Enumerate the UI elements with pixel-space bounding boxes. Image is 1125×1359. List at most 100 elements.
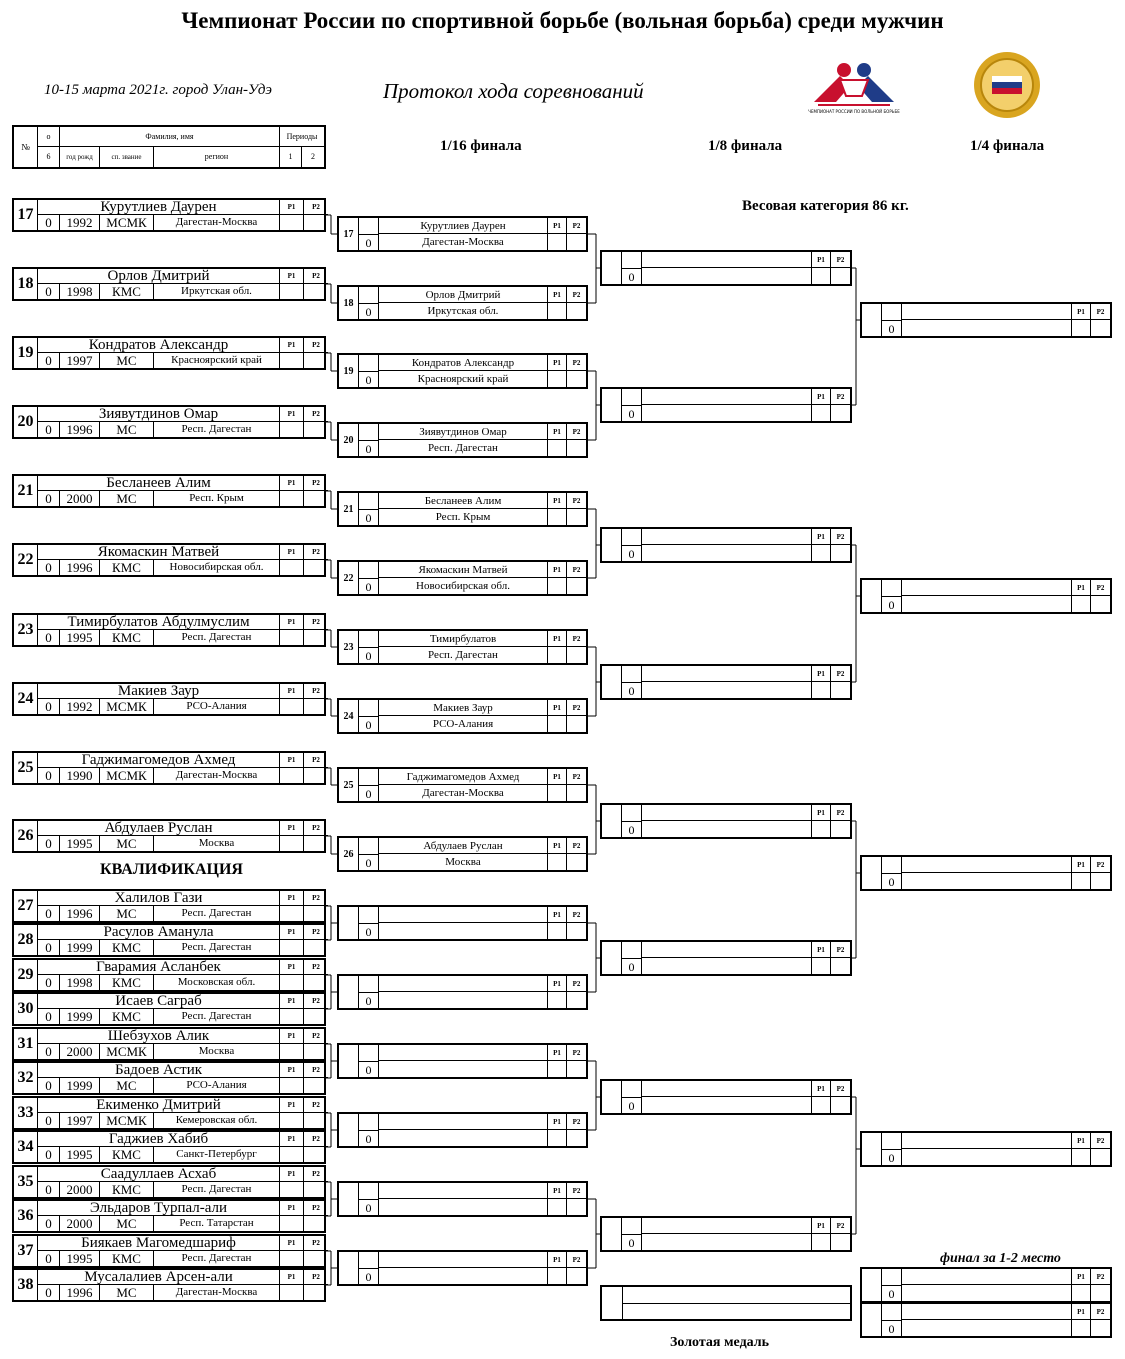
period-1-score xyxy=(812,821,831,837)
participant-number: 34 xyxy=(14,1132,38,1162)
period-1-label: Р1 xyxy=(280,269,304,284)
participant-region: Кемеровская обл. xyxy=(154,1113,280,1128)
bout-wrestler-region xyxy=(642,958,812,974)
bout-score: 0 xyxy=(882,320,902,336)
period-1-label: Р1 xyxy=(548,562,567,578)
logo-caption: ЧЕМПИОНАТ РОССИИ ПО ВОЛЬНОЙ БОРЬБЕ xyxy=(808,109,900,114)
period-1-label: Р1 xyxy=(812,942,831,958)
period-2-label: Р2 xyxy=(567,493,586,509)
bout-cell xyxy=(359,976,379,992)
bout-number xyxy=(862,1269,882,1301)
bout-number: 18 xyxy=(339,287,359,319)
bout-wrestler-name: Зиявутдинов Омар xyxy=(379,424,548,440)
bout-wrestler-name xyxy=(642,252,812,268)
period-2-label: Р2 xyxy=(304,925,328,940)
participant-birth-year: 1999 xyxy=(60,1009,100,1024)
bout-wrestler-region xyxy=(642,545,812,561)
gold-medal-box xyxy=(600,1285,852,1321)
period-1-score xyxy=(280,836,304,851)
period-1-label: Р1 xyxy=(548,1114,567,1130)
period-1-score xyxy=(548,234,567,250)
bout-wrestler-name: Тимирбулатов xyxy=(379,631,548,647)
period-1-label: Р1 xyxy=(280,615,304,630)
period-1-label: Р1 xyxy=(280,684,304,699)
participant-number: 27 xyxy=(14,891,38,921)
period-1-score xyxy=(812,405,831,421)
participant-region: Респ. Дагестан xyxy=(154,1251,280,1266)
period-1-label: Р1 xyxy=(280,925,304,940)
participant-score: 0 xyxy=(38,491,60,506)
period-2-label: Р2 xyxy=(567,287,586,303)
bout-wrestler-name: Кондратов Александр xyxy=(379,355,548,371)
gold-medal-divider xyxy=(622,1303,850,1304)
period-1-label: Р1 xyxy=(812,666,831,682)
period-1-label: Р1 xyxy=(548,631,567,647)
participant-name: Бадоев Астик xyxy=(38,1063,280,1078)
bout-wrestler-region xyxy=(379,923,548,939)
bout-cell xyxy=(622,389,642,405)
period-2-label: Р2 xyxy=(567,700,586,716)
period-1-label: Р1 xyxy=(280,338,304,353)
bout-cell xyxy=(622,666,642,682)
period-1-score xyxy=(1072,1320,1091,1336)
period-1-label: Р1 xyxy=(280,1029,304,1044)
period-1-label: Р1 xyxy=(280,1063,304,1078)
participant-name: Кондратов Александр xyxy=(38,338,280,353)
period-1-score xyxy=(280,1182,304,1197)
period-1-label: Р1 xyxy=(548,907,567,923)
period-1-label: Р1 xyxy=(1072,1304,1091,1320)
participant-number: 20 xyxy=(14,407,38,437)
period-2-label: Р2 xyxy=(831,1218,850,1234)
period-2-label: Р2 xyxy=(567,1045,586,1061)
participant-name: Курутлиев Даурен xyxy=(38,200,280,215)
period-2-label: Р2 xyxy=(1091,580,1110,596)
bout-wrestler-region xyxy=(642,1097,812,1113)
bout-score: 0 xyxy=(359,234,379,250)
period-1-label: Р1 xyxy=(280,960,304,975)
period-1-score xyxy=(280,422,304,437)
participant-birth-year: 1999 xyxy=(60,940,100,955)
participant-region: Москва xyxy=(154,836,280,851)
participant-name: Зиявутдинов Омар xyxy=(38,407,280,422)
bout-wrestler-region xyxy=(902,1285,1072,1301)
page-title: Чемпионат России по спортивной борьбе (в… xyxy=(181,8,944,33)
period-1-score xyxy=(1072,1149,1091,1165)
bout-score: 0 xyxy=(882,1149,902,1165)
period-2-label: Р2 xyxy=(567,769,586,785)
period-1-label: Р1 xyxy=(548,218,567,234)
bout-wrestler-region xyxy=(642,821,812,837)
bout-number xyxy=(339,976,359,1008)
period-1-label: Р1 xyxy=(548,1183,567,1199)
bout-cell xyxy=(359,1114,379,1130)
header-o: о xyxy=(38,127,60,147)
participant-birth-year: 2000 xyxy=(60,1216,100,1231)
bout-number: 17 xyxy=(339,218,359,250)
period-1-score xyxy=(280,491,304,506)
participant-number: 18 xyxy=(14,269,38,299)
participant-name: Эльдаров Турпал-али xyxy=(38,1201,280,1216)
bout-wrestler-region xyxy=(642,682,812,698)
bout-cell xyxy=(359,355,379,371)
participants-header: № о 6 Фамилия, имя год рожд сп. звание р… xyxy=(12,125,326,169)
participant-number: 26 xyxy=(14,821,38,851)
bout-wrestler-name xyxy=(379,1252,548,1268)
participant-name: Екименко Дмитрий xyxy=(38,1098,280,1113)
bout-wrestler-name xyxy=(902,1304,1072,1320)
participant-rank: МС xyxy=(100,1078,154,1093)
bout-score: 0 xyxy=(359,509,379,525)
period-1-label: Р1 xyxy=(548,1252,567,1268)
participant-score: 0 xyxy=(38,1251,60,1266)
participant-rank: МС xyxy=(100,1216,154,1231)
period-1-score xyxy=(280,560,304,575)
bout-wrestler-name: Бесланеев Алим xyxy=(379,493,548,509)
period-1-label: Р1 xyxy=(1072,1269,1091,1285)
